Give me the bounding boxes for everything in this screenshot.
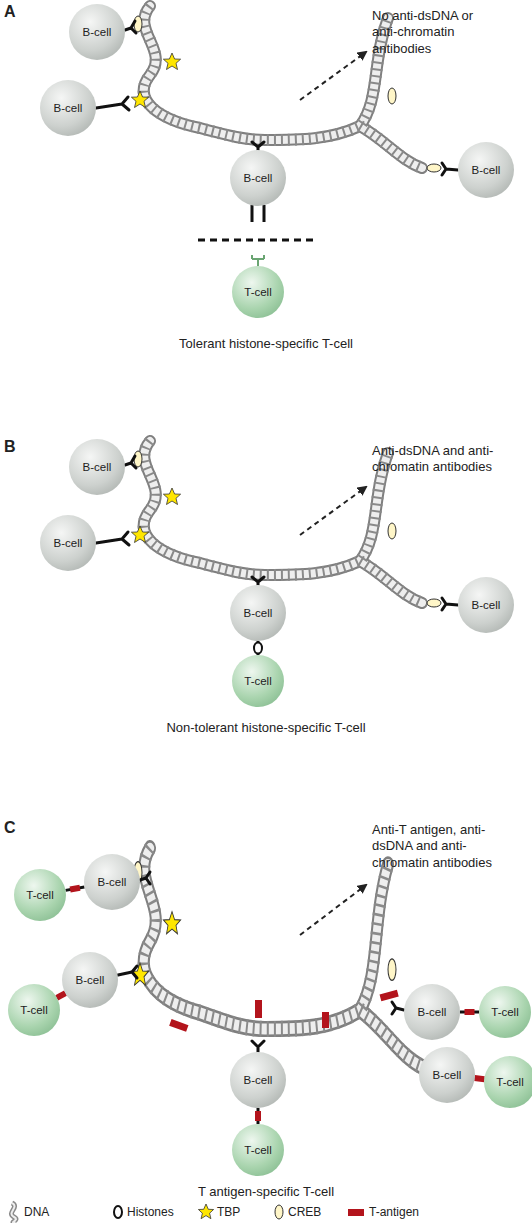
t-cell-circle: T-cell [232, 266, 284, 318]
t-cell-circle: T-cell [232, 1124, 284, 1176]
t-antigen [255, 1000, 262, 1018]
t-cell-circle: T-cell [232, 655, 284, 707]
cell-label: B-cell [418, 1006, 447, 1018]
histone-peptide [254, 643, 262, 654]
outcome-note: No anti-dsDNA or anti-chromatin antibodi… [372, 8, 497, 57]
dashed-arrow [300, 487, 366, 535]
panel-caption: Non-tolerant histone-specific T-cell [0, 720, 532, 736]
dashed-arrow [300, 885, 366, 935]
cell-label: B-cell [83, 461, 112, 473]
b-cell-circle: B-cell [404, 984, 460, 1040]
b-cell-circle: B-cell [69, 4, 125, 60]
receptor-contact [255, 1108, 261, 1124]
chromatin-group [131, 848, 441, 1072]
legend-text: TBP [217, 1205, 240, 1219]
cell-label: B-cell [244, 607, 273, 619]
cell-label: B-cell [244, 1074, 273, 1086]
contact-line [475, 1078, 484, 1079]
legend-text: CREB [288, 1205, 321, 1219]
cell-label: T-cell [244, 675, 271, 687]
t-antigen [380, 990, 399, 1001]
receptor-contact [66, 885, 85, 893]
legend-histone-symbol [114, 1206, 122, 1218]
t-antigen [169, 990, 399, 1032]
cell-label: B-cell [472, 599, 501, 611]
cell-label: B-cell [54, 102, 83, 114]
outcome-note: Anti-dsDNA and anti-chromatin antibodies [372, 443, 497, 476]
legend-text: T-antigen [369, 1205, 419, 1219]
cell-label: B-cell [83, 26, 112, 38]
panel-caption: T antigen-specific T-cell [0, 1184, 532, 1200]
contact-line [257, 641, 260, 655]
cell-label: B-cell [98, 876, 127, 888]
contact-line [460, 1011, 479, 1014]
legend-text: Histones [127, 1205, 174, 1219]
outcome-note: Anti-T antigen, anti-dsDNA and anti-chro… [372, 822, 497, 871]
t-antigen [322, 1012, 329, 1028]
b-cell-circle: B-cell [84, 854, 140, 910]
t-antigen-peptide [70, 885, 81, 893]
receptor-contact [460, 1009, 479, 1015]
legend-text: DNA [24, 1205, 49, 1219]
cell-label: B-cell [433, 1069, 462, 1081]
cell-label: B-cell [472, 164, 501, 176]
panel-caption: Tolerant histone-specific T-cell [0, 336, 532, 352]
b-cell-circle: B-cell [458, 577, 514, 633]
cell-label: T-cell [491, 1006, 518, 1018]
b-cell-receptor [118, 872, 404, 1052]
contact-line [57, 993, 65, 998]
t-cell-circle: T-cell [14, 869, 66, 921]
b-cell-circle: B-cell [40, 80, 96, 136]
cell-label: T-cell [244, 286, 271, 298]
t-antigen-peptide [255, 1111, 261, 1121]
chromatin [131, 848, 441, 1072]
b-cell-circle: B-cell [230, 585, 286, 641]
tolerance-barrier [198, 239, 318, 242]
t-cell-circle: T-cell [8, 984, 60, 1036]
mhc-stem [252, 205, 264, 222]
panel-letter: C [4, 818, 34, 838]
panel-letter: A [4, 2, 34, 22]
legend-creb-symbol [275, 1205, 283, 1219]
contact-line [257, 1108, 260, 1124]
b-cell-circle: B-cell [40, 515, 96, 571]
t-antigen [169, 1019, 188, 1032]
b-cell-circle: B-cell [230, 150, 286, 206]
dashed-arrow [300, 52, 366, 100]
cell-label: T-cell [244, 1144, 271, 1156]
legend-tbp-symbol [198, 1204, 213, 1219]
b-cell-circle: B-cell [419, 1047, 475, 1103]
contact-line [66, 887, 85, 890]
b-cell-circle: B-cell [230, 1052, 286, 1108]
cell-label: T-cell [20, 1004, 47, 1016]
t-cell-circle: T-cell [484, 1056, 532, 1108]
cell-label: B-cell [54, 537, 83, 549]
b-cell-circle: B-cell [458, 142, 514, 198]
legend-dna-symbol [11, 1203, 16, 1223]
t-antigen-peptide [465, 1009, 475, 1015]
panel-letter: B [4, 437, 34, 457]
legend-t-antigen-symbol [348, 1209, 364, 1216]
receptor-contact [254, 641, 262, 655]
b-cell-receptor [96, 456, 458, 610]
cell-label: T-cell [26, 889, 53, 901]
b-cell-circle: B-cell [69, 439, 125, 495]
cell-label: B-cell [76, 974, 105, 986]
cell-label: B-cell [244, 172, 273, 184]
b-cell-circle: B-cell [62, 952, 118, 1008]
t-cell-receptor [252, 255, 264, 266]
t-cell-circle: T-cell [479, 986, 531, 1038]
cell-label: T-cell [496, 1076, 523, 1088]
